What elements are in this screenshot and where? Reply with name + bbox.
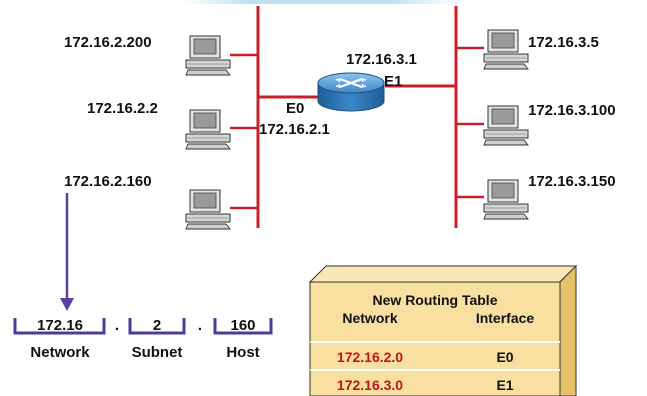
host-label: 172.16.3.5 <box>528 34 599 51</box>
computer-icon <box>483 179 529 220</box>
address-breakdown: 172.16 2 160 . . Network Subnet Host <box>13 317 273 361</box>
table-side-face <box>559 264 577 396</box>
bracket-network <box>13 318 106 335</box>
computer-icon <box>483 105 529 146</box>
arrow-head <box>60 298 74 311</box>
host-label: 172.16.2.200 <box>64 34 152 51</box>
column-header-network: Network <box>342 310 397 326</box>
router-e0-ip: 172.16.2.1 <box>259 121 330 138</box>
table-top-face <box>308 265 578 283</box>
part-subnet-label: Subnet <box>132 344 183 361</box>
host-label: 172.16.2.2 <box>87 100 158 117</box>
computer-icon <box>185 35 231 76</box>
router-e1-ip: 172.16.3.1 <box>346 51 417 68</box>
router-e1-label: E1 <box>384 73 402 90</box>
routing-table: New Routing Table Network Interface 172.… <box>308 264 578 396</box>
host-label: 172.16.3.100 <box>528 102 616 119</box>
computer-icon <box>483 29 529 70</box>
computer-icon <box>185 109 231 150</box>
host-label: 172.16.3.150 <box>528 173 616 190</box>
router-icon <box>317 72 385 112</box>
computer-icon <box>185 189 231 230</box>
route-interface: E0 <box>496 349 513 365</box>
host-label: 172.16.2.160 <box>64 173 152 190</box>
octet-subnet: 2 <box>153 317 161 334</box>
bracket-host <box>213 318 273 335</box>
table-front-face <box>309 281 561 396</box>
octet-separator: . <box>198 317 202 334</box>
part-network-label: Network <box>30 344 90 361</box>
route-interface: E1 <box>496 377 513 393</box>
top-banner <box>180 0 460 4</box>
octet-network: 172.16 <box>37 317 83 334</box>
octet-separator: . <box>115 317 119 334</box>
routing-table-title: New Routing Table <box>373 292 498 308</box>
part-host-label: Host <box>226 344 259 361</box>
bracket-subnet <box>128 318 186 335</box>
octet-host: 160 <box>230 317 255 334</box>
column-header-interface: Interface <box>476 310 535 326</box>
router-e0-label: E0 <box>286 100 304 117</box>
route-network: 172.16.2.0 <box>337 349 403 365</box>
route-network: 172.16.3.0 <box>337 377 403 393</box>
